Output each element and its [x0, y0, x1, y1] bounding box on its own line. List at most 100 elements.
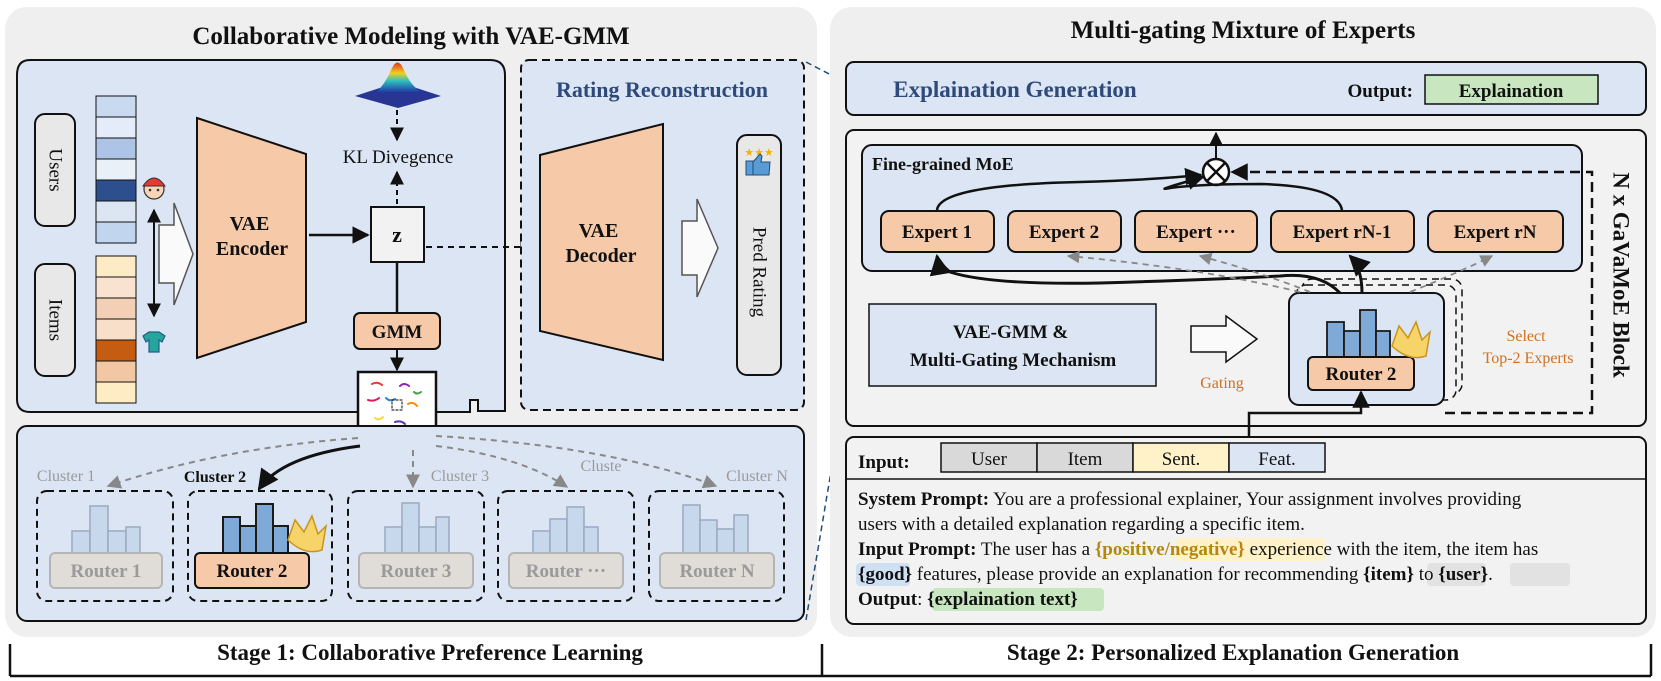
users-box [34, 113, 76, 227]
router-2: Router 2 [194, 503, 328, 589]
input-hollow-arrow [158, 202, 194, 306]
stage1-panel: Collaborative Modeling with VAE-GMM User… [5, 7, 817, 637]
crown-icon [287, 514, 328, 553]
items-label: Items [45, 299, 66, 341]
svg-text:Router ···: Router ··· [526, 561, 606, 582]
output-prompt-line: Output: {explaination text} [858, 589, 1078, 610]
user-avatar-icon [142, 177, 166, 200]
svg-text:Router 3: Router 3 [381, 561, 452, 582]
rating-reconstruction-title: Rating Reconstruction [556, 77, 768, 102]
z-box [370, 206, 425, 263]
input-field-user: User [971, 449, 1008, 470]
gavamoe-block-label: N x GaVaMoE Block [1609, 172, 1634, 378]
expert-1-to-sum-arrow [935, 167, 1203, 211]
gating-label: Gating [1200, 375, 1244, 392]
cluster-label-4: Cluste [581, 458, 622, 475]
input-fields: User Item Sent. Feat. [940, 442, 1326, 473]
gaussian-surface-icon [355, 62, 441, 108]
expert-rn-1: Expert rN-1 [1270, 210, 1415, 253]
shirt-icon [142, 331, 166, 353]
input-to-router-arrow [1247, 390, 1370, 438]
mechanism-box [868, 303, 1157, 387]
stage1-title: Collaborative Modeling with VAE-GMM [192, 23, 629, 50]
select-top2-label: Select Top-2 Experts [1483, 328, 1574, 367]
fine-grained-moe-label: Fine-grained MoE [872, 154, 1014, 174]
cluster-label-n: Cluster N [726, 468, 788, 485]
expert-1: Expert 1 [880, 210, 995, 253]
input-prompt-line-2: {good} features, please provide an expla… [858, 564, 1493, 585]
router-1: Router 1 [49, 505, 163, 589]
item-embedding [95, 255, 137, 404]
router-to-expert-1-arrow [929, 253, 1342, 295]
cluster-box-3 [347, 490, 485, 602]
gmm-label: GMM [372, 322, 423, 343]
vae-decoder-label: VAE Decoder [565, 220, 636, 267]
svg-text:Expert rN: Expert rN [1454, 222, 1537, 243]
z-label: z [392, 222, 402, 247]
crown-icon [1391, 320, 1432, 359]
router-n: Router N [659, 504, 775, 589]
router-to-expert-rn1-arrow [1348, 254, 1371, 294]
router-2-label: Router 2 [1326, 364, 1397, 385]
cluster-box-2 [187, 490, 333, 602]
svg-text:Router 2: Router 2 [217, 561, 288, 582]
stage2-title: Multi-gating Mixture of Experts [1071, 17, 1416, 44]
expert-2: Expert 2 [1007, 210, 1122, 253]
weighted-sum-operator [1201, 157, 1231, 187]
input-field-item: Item [1068, 449, 1103, 470]
vae-decoder [539, 122, 664, 362]
svg-text:★★★: ★★★ [744, 146, 774, 159]
gating-hollow-arrow [1190, 314, 1259, 364]
stage1-footer-label: Stage 1: Collaborative Preference Learni… [217, 640, 643, 665]
router-2-bars [1326, 309, 1391, 358]
vae-encoder [196, 116, 307, 360]
gating-feedback-arrow [1230, 163, 1594, 415]
output-explanation-value: Explaination [1459, 81, 1564, 102]
svg-text:Expert 1: Expert 1 [902, 222, 972, 243]
input-field-sent: Sent. [1162, 449, 1201, 470]
cluster-box-5 [648, 490, 785, 602]
highlight-explanation-text [932, 588, 1104, 611]
cluster-label-1: Cluster 1 [37, 468, 95, 485]
svg-text:Expert 2: Expert 2 [1029, 222, 1099, 243]
cluster-box-4 [497, 490, 635, 602]
users-label: Users [45, 148, 66, 191]
highlight-item [1427, 563, 1486, 586]
cluster-box-1 [36, 490, 174, 602]
decoder-hollow-arrow [681, 198, 719, 298]
expert-rn: Expert rN [1427, 210, 1564, 253]
svg-text:Router N: Router N [679, 561, 754, 582]
input-prompt-line-1: Input Prompt: The user has a {positive/n… [858, 539, 1538, 560]
stage2-footer-label: Stage 2: Personalized Explanation Genera… [1007, 640, 1460, 665]
svg-text:Router 1: Router 1 [71, 561, 142, 582]
router-to-expert-rn-arrow [1409, 255, 1494, 293]
highlight-good [856, 563, 910, 586]
system-prompt-line-1: System Prompt: You are a professional ex… [858, 489, 1522, 510]
output-label: Output: [1348, 81, 1413, 102]
user-embedding [95, 95, 137, 244]
router-to-expert-2-arrow [1066, 250, 1301, 293]
input-label: Input: [858, 452, 910, 473]
pred-rating-box [736, 134, 782, 376]
router-2-box [1307, 356, 1415, 391]
rating-thumbs-up-icon: ★★★ [744, 146, 774, 176]
highlight-positive-negative [1176, 538, 1325, 561]
items-box [34, 263, 76, 377]
pred-rating-label: Pred Rating [749, 227, 770, 318]
cluster-assignment-arrows [106, 435, 718, 491]
cluster-label-3: Cluster 3 [431, 468, 489, 485]
highlight-user [1510, 563, 1570, 586]
input-field-feat: Feat. [1258, 449, 1295, 470]
output-explanation-box [1424, 74, 1599, 105]
expert-ellipsis: Expert ··· [1134, 210, 1258, 253]
mechanism-label: VAE-GMM & Multi-Gating Mechanism [910, 322, 1117, 371]
stage2-panel: Multi-gating Mixture of Experts Explaina… [830, 7, 1656, 637]
kl-divergence-label: KL Divegence [343, 147, 454, 168]
cluster-routers: Router 1 Router 2 Router 3 [36, 490, 785, 602]
system-prompt-line-2: users with a detailed explanation regard… [858, 514, 1305, 535]
stage-footer: Stage 1: Collaborative Preference Learni… [8, 640, 1653, 678]
router-to-expert-ellipsis-arrow [1198, 252, 1311, 293]
router-ellipsis: Router ··· [508, 506, 624, 589]
svg-text:Expert ···: Expert ··· [1156, 222, 1236, 243]
